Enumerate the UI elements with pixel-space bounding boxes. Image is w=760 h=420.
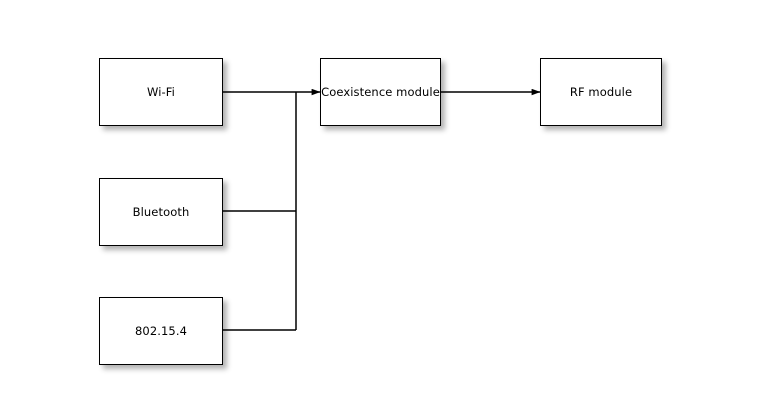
node-bluetooth[interactable]: Bluetooth [99,178,223,246]
node-802-15-4[interactable]: 802.15.4 [99,297,223,365]
node-rf-module-label: RF module [569,84,633,99]
node-bluetooth-label: Bluetooth [132,204,190,219]
node-802-15-4-label: 802.15.4 [134,323,187,338]
node-coexistence-module[interactable]: Coexistence module [320,58,441,126]
node-coexistence-module-label: Coexistence module [321,84,440,99]
node-rf-module[interactable]: RF module [540,58,662,126]
node-wifi-label: Wi-Fi [147,84,175,99]
node-wifi[interactable]: Wi-Fi [99,58,223,126]
